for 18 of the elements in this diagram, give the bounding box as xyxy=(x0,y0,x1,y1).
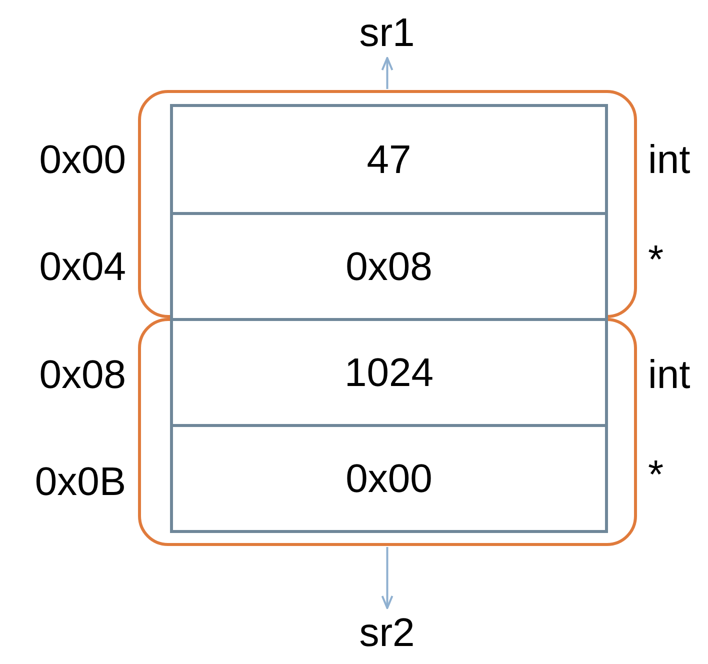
memory-cell: 0x00 xyxy=(170,424,608,533)
address-label: 0x04 xyxy=(38,247,126,287)
address-label: 0x08 xyxy=(38,355,126,395)
struct-outline xyxy=(138,318,637,546)
type-label: * xyxy=(648,455,664,495)
memory-cell: 0x08 xyxy=(170,212,608,321)
memory-cell: 47 xyxy=(170,104,608,215)
arrow xyxy=(381,57,394,89)
type-label: * xyxy=(648,240,664,280)
address-label: 0x00 xyxy=(38,140,126,180)
memory-cell: 1024 xyxy=(170,318,608,427)
address-label: 0x0B xyxy=(34,462,126,502)
variable-label: sr2 xyxy=(337,608,437,658)
type-label: int xyxy=(648,355,690,395)
arrow xyxy=(381,547,394,609)
struct-outline xyxy=(138,90,637,318)
type-label: int xyxy=(648,140,690,180)
variable-label: sr1 xyxy=(337,8,437,58)
